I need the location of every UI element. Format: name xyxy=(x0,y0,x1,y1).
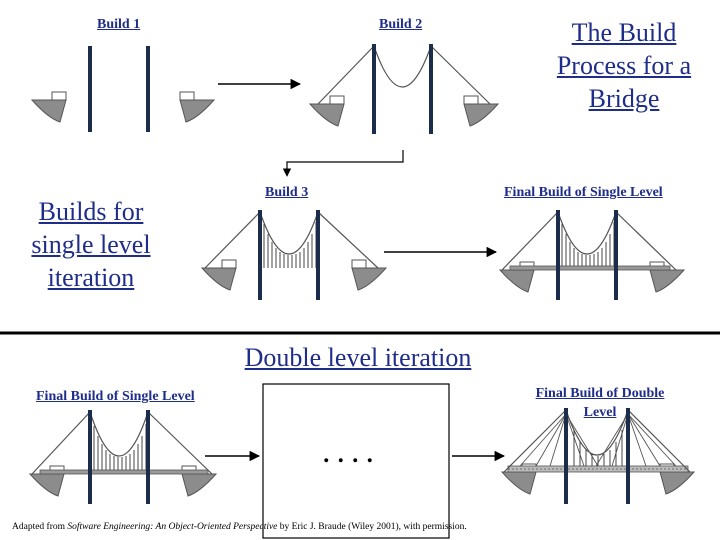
citation-suffix: by Eric J. Braude (Wiley 2001), with per… xyxy=(277,522,467,532)
side-label: Builds for single level iteration xyxy=(31,197,151,292)
ellipsis: .... xyxy=(322,433,380,470)
citation-book: Software Engineering: An Object-Oriented… xyxy=(67,522,278,532)
double-level-box xyxy=(262,383,450,539)
final-single-top-label: Final Build of Single Level xyxy=(504,185,663,200)
bridge-build3-icon xyxy=(201,210,387,300)
bridge-final-single-bottom-icon xyxy=(29,410,217,504)
bridge-build2-icon xyxy=(309,44,499,134)
final-single-bottom-label: Final Build of Single Level xyxy=(36,389,195,404)
citation-prefix: Adapted from xyxy=(12,522,68,532)
final-double-label: Final Build of Double Level xyxy=(535,386,665,420)
bridge-build1-icon xyxy=(31,46,215,132)
bridge-final-single-icon xyxy=(499,210,685,300)
build3-label: Build 3 xyxy=(265,185,309,200)
build2-label: Build 2 xyxy=(379,17,423,32)
arrow-build2-to-build3 xyxy=(282,150,404,177)
page-title: The Build Process for a Bridge xyxy=(556,18,692,113)
build1-label: Build 1 xyxy=(97,17,141,32)
citation: Adapted from Software Engineering: An Ob… xyxy=(12,522,467,532)
bridge-final-double-icon xyxy=(501,408,695,504)
section-label: Double level iteration xyxy=(244,343,472,372)
